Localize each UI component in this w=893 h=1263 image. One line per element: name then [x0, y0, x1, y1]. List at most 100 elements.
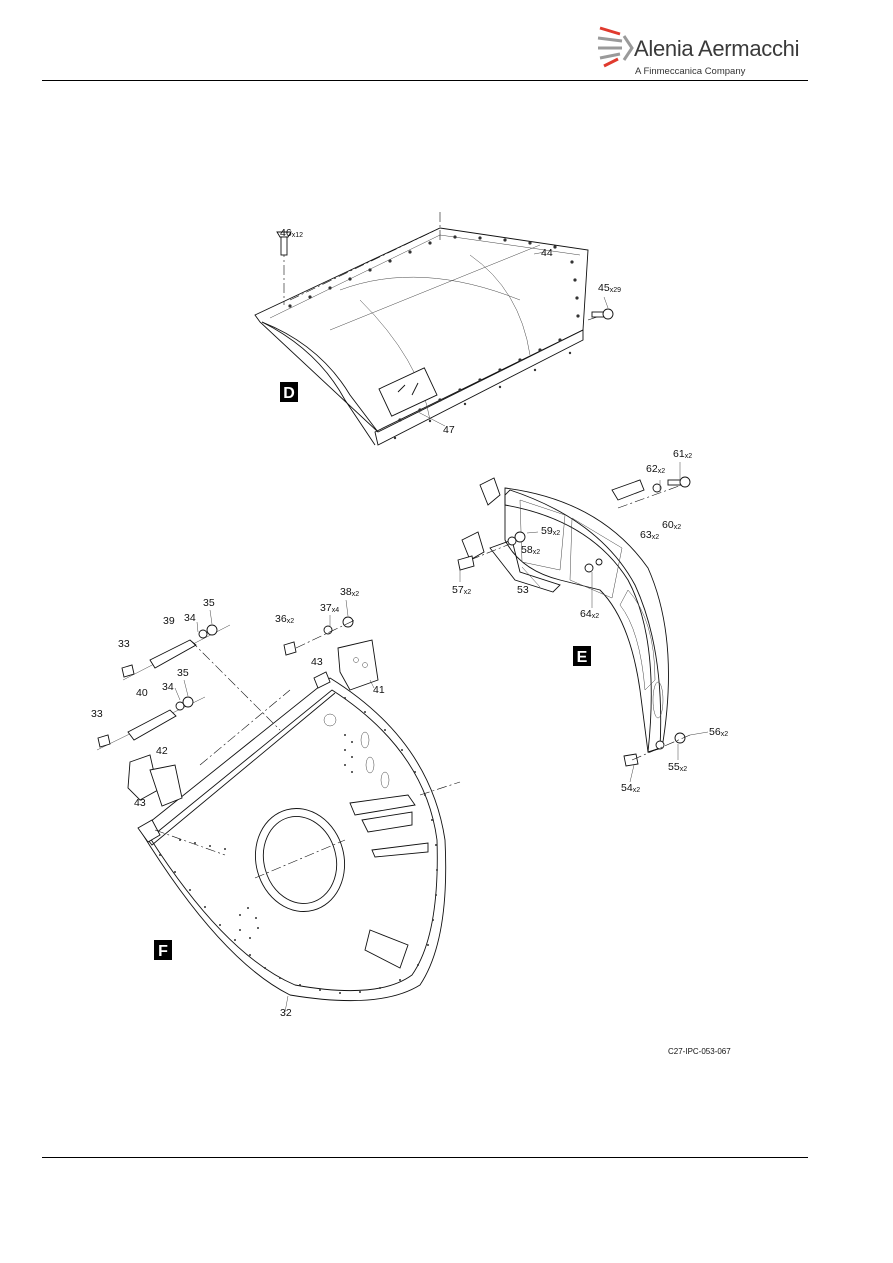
bulkhead-assembly-f [96, 599, 461, 1013]
callout-number: 34 [184, 612, 196, 624]
callout-quantity: x4 [332, 607, 340, 614]
callout-quantity: x2 [680, 766, 688, 773]
callout-quantity: x2 [592, 613, 600, 620]
callout-number: 40 [136, 687, 148, 699]
callout-64: 64x2 [580, 608, 599, 620]
access-door [378, 367, 438, 417]
callout-number: 56 [709, 726, 721, 738]
callout-47: 47 [443, 424, 455, 436]
callout-33: 33 [91, 708, 103, 720]
callout-number: 35 [203, 597, 215, 609]
svg-text:F: F [158, 943, 168, 960]
callout-quantity: x2 [287, 618, 295, 625]
callout-61: 61x2 [673, 448, 692, 460]
frame-assembly-e [457, 462, 709, 783]
callout-number: 62 [646, 463, 658, 475]
callout-43: 43 [134, 797, 146, 809]
callout-number: 60 [662, 519, 674, 531]
callout-43: 43 [311, 656, 323, 668]
header-rule [42, 80, 808, 81]
callout-40: 40 [136, 687, 148, 699]
callout-number: 43 [134, 797, 146, 809]
callout-number: 64 [580, 608, 592, 620]
callout-number: 35 [177, 667, 189, 679]
view-marker-f: F [154, 940, 172, 960]
item-callouts: 46x124445x294761x262x260x263x259x258x257… [91, 227, 728, 1019]
footer-rule [42, 1157, 808, 1158]
callout-number: 63 [640, 529, 652, 541]
callout-58: 58x2 [521, 544, 540, 556]
callout-quantity: x2 [658, 468, 666, 475]
callout-number: 55 [668, 761, 680, 773]
callout-42: 42 [156, 745, 168, 757]
callout-quantity: x2 [721, 731, 729, 738]
screw-46 [276, 212, 441, 305]
view-marker-d: D [280, 382, 298, 402]
callout-55: 55x2 [668, 761, 687, 773]
callout-number: 45 [598, 282, 610, 294]
callout-quantity: x2 [652, 534, 660, 541]
callout-39: 39 [163, 615, 175, 627]
callout-56: 56x2 [709, 726, 728, 738]
callout-number: 41 [373, 684, 385, 696]
callout-number: 36 [275, 613, 287, 625]
callout-34: 34 [162, 681, 174, 693]
callout-33: 33 [118, 638, 130, 650]
callout-number: 47 [443, 424, 455, 436]
svg-text:E: E [577, 649, 588, 666]
callout-number: 38 [340, 586, 352, 598]
callout-46: 46x12 [280, 227, 303, 239]
company-logo: Alenia Aermacchi A Finmeccanica Company [596, 24, 800, 84]
callout-number: 54 [621, 782, 633, 794]
callout-number: 33 [118, 638, 130, 650]
callout-quantity: x2 [464, 589, 472, 596]
callout-number: 59 [541, 525, 553, 537]
callout-number: 53 [517, 584, 529, 596]
callout-number: 32 [280, 1007, 292, 1019]
callout-quantity: x29 [610, 287, 621, 294]
screw-45 [587, 308, 614, 321]
callout-number: 61 [673, 448, 685, 460]
callout-number: 57 [452, 584, 464, 596]
callout-59: 59x2 [541, 525, 560, 537]
brand-name: Alenia Aermacchi [634, 36, 800, 61]
brand-tagline: A Finmeccanica Company [635, 66, 746, 77]
callout-32: 32 [280, 1007, 292, 1019]
callout-number: 58 [521, 544, 533, 556]
callout-quantity: x2 [633, 787, 641, 794]
callout-62: 62x2 [646, 463, 665, 475]
fitting-40 [127, 709, 177, 741]
callout-53: 53 [517, 584, 529, 596]
callout-34: 34 [184, 612, 196, 624]
callout-number: 44 [541, 247, 553, 259]
figure-reference: C27-IPC-053-067 [668, 1047, 731, 1056]
callout-44: 44 [541, 247, 553, 259]
callout-quantity: x2 [352, 591, 360, 598]
fitting-39 [149, 639, 197, 669]
callout-37: 37x4 [320, 602, 339, 614]
callout-number: 39 [163, 615, 175, 627]
callout-number: 46 [280, 227, 292, 239]
callout-45: 45x29 [598, 282, 621, 294]
callout-35: 35 [203, 597, 215, 609]
callout-quantity: x2 [553, 530, 561, 537]
callout-quantity: x2 [674, 524, 682, 531]
callout-36: 36x2 [275, 613, 294, 625]
callout-57: 57x2 [452, 584, 471, 596]
callout-54: 54x2 [621, 782, 640, 794]
fitting-41 [337, 639, 379, 691]
aermacchi-arrow-icon [597, 26, 634, 68]
callout-quantity: x2 [533, 549, 541, 556]
callout-quantity: x2 [685, 453, 693, 460]
callout-number: 42 [156, 745, 168, 757]
callout-number: 34 [162, 681, 174, 693]
callout-60: 60x2 [662, 519, 681, 531]
svg-text:D: D [283, 385, 295, 402]
callout-number: 37 [320, 602, 332, 614]
callout-number: 33 [91, 708, 103, 720]
callout-63: 63x2 [640, 529, 659, 541]
panel-assembly-d [254, 212, 614, 446]
callout-38: 38x2 [340, 586, 359, 598]
callout-number: 43 [311, 656, 323, 668]
